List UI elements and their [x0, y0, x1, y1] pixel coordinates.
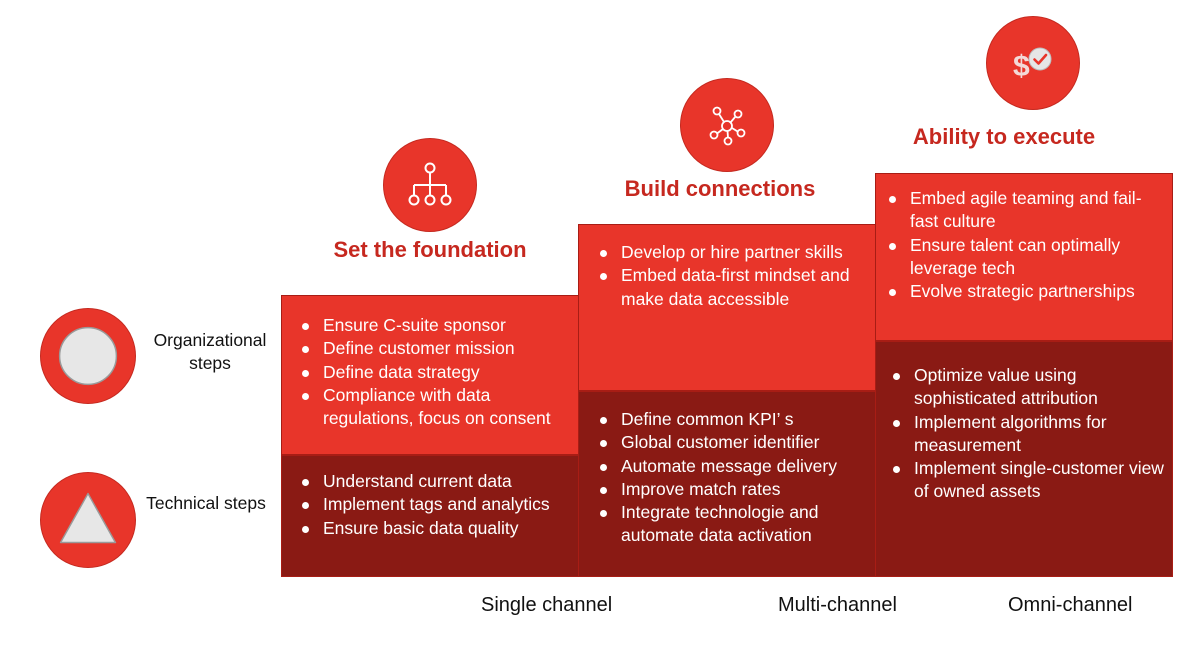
stage-1-organizational-box: Ensure C-suite sponsor Define customer m… — [281, 295, 579, 455]
list-item: Global customer identifier — [595, 431, 875, 454]
list-item: Implement single-customer view of owned … — [888, 457, 1172, 504]
list-item: Implement tags and analytics — [297, 493, 578, 516]
stage-3-technical-list: Optimize value using sophisticated attri… — [888, 364, 1172, 504]
list-item: Implement algorithms for measurement — [888, 411, 1172, 458]
technical-legend-icon — [40, 472, 136, 568]
stage-3-organizational-box: Embed agile teaming and fail-fast cultur… — [875, 173, 1173, 341]
organizational-steps-label: Organizational steps — [153, 330, 267, 373]
stage-2-title: Build connections — [624, 176, 816, 201]
dollar-check-icon: $ — [1013, 47, 1052, 83]
list-item: Evolve strategic partnerships — [884, 280, 1172, 303]
list-item: Improve match rates — [595, 478, 875, 501]
list-item-text: Integrate technologie and automate data … — [621, 502, 819, 546]
list-item: Define common KPI’ s — [595, 408, 875, 431]
stage-1-title: Set the foundation — [333, 237, 527, 262]
stage-1-icon-circle — [383, 138, 477, 232]
list-item: Ensure C-suite sponsor — [297, 314, 578, 337]
svg-text:$: $ — [1013, 50, 1030, 83]
stage-2-icon-circle — [680, 78, 774, 172]
stage-1-organizational-list: Ensure C-suite sponsor Define customer m… — [297, 314, 578, 430]
hierarchy-icon — [408, 162, 452, 206]
list-item: Define data strategy — [297, 361, 578, 384]
stage-1-technical-box: Understand current data Implement tags a… — [281, 455, 579, 577]
stage-2-organizational-box: Develop or hire partner skills Embed dat… — [578, 224, 876, 391]
stage-3-icon-circle: $ — [986, 16, 1080, 110]
stage-2-organizational-list: Develop or hire partner skills Embed dat… — [595, 241, 875, 311]
list-item: Embed agile teaming and fail-fast cultur… — [884, 187, 1172, 234]
channel-label-omni: Omni-channel — [1008, 594, 1133, 616]
list-item: Develop or hire partner skills — [595, 241, 875, 264]
technical-steps-label: Technical steps — [146, 493, 266, 513]
list-item-text: Ensure talent can optimally leverage tec… — [910, 234, 1121, 278]
network-icon — [709, 106, 746, 146]
stage-3-title: Ability to execute — [912, 124, 1096, 149]
list-item: Ensure basic data quality — [297, 517, 578, 540]
list-item-text: Embed data-first mindset and make data a… — [621, 265, 850, 309]
stage-3-technical-box: Optimize value using sophisticated attri… — [875, 341, 1173, 577]
stage-2-technical-box: Define common KPI’ s Global customer ide… — [578, 391, 876, 577]
stage-3-organizational-list: Embed agile teaming and fail-fast cultur… — [884, 187, 1172, 303]
list-item-text: Implement single-customer view of owned … — [914, 458, 1164, 502]
channel-label-multi: Multi-channel — [778, 594, 897, 616]
triangle-icon — [59, 492, 117, 544]
list-item: Define customer mission — [297, 337, 578, 360]
list-item: Understand current data — [297, 470, 578, 493]
stage-1-technical-list: Understand current data Implement tags a… — [297, 470, 578, 540]
list-item: Compliance with data regulations, focus … — [297, 384, 578, 431]
list-item: Integrate technologie and automate data … — [595, 501, 875, 548]
channel-label-single: Single channel — [481, 594, 613, 616]
circle-icon — [58, 326, 118, 386]
list-item-text: Implement algorithms for measurement — [914, 411, 1107, 455]
list-item: Automate message delivery — [595, 455, 875, 478]
list-item: Embed data-first mindset and make data a… — [595, 264, 875, 311]
organizational-legend-icon — [40, 308, 136, 404]
list-item-text: Compliance with data regulations, focus … — [323, 384, 551, 429]
list-item-text: Optimize value using sophisticated attri… — [914, 365, 1098, 409]
stage-2-technical-list: Define common KPI’ s Global customer ide… — [595, 408, 875, 548]
list-item: Ensure talent can optimally leverage tec… — [884, 234, 1172, 281]
list-item-text: Embed agile teaming and fail-fast cultur… — [910, 188, 1142, 232]
list-item: Optimize value using sophisticated attri… — [888, 364, 1172, 411]
